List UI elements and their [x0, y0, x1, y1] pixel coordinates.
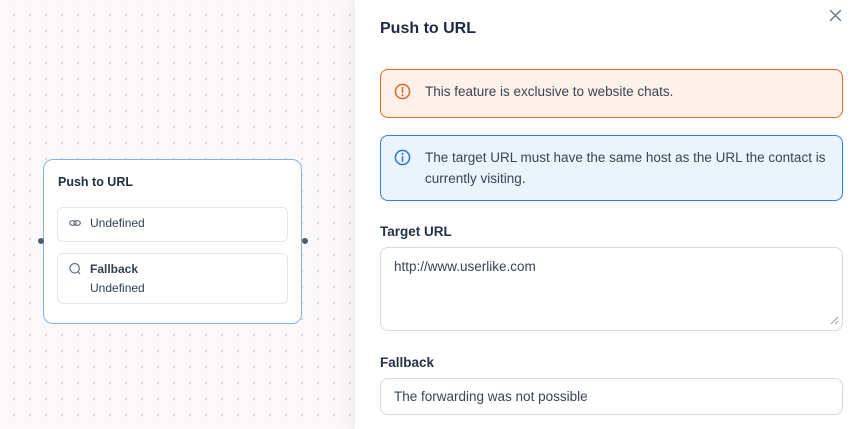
link-icon	[68, 216, 82, 234]
close-x-icon	[828, 8, 843, 26]
info-alert-text: The target URL must have the same host a…	[425, 150, 826, 186]
fallback-input[interactable]	[380, 378, 843, 415]
info-alert: The target URL must have the same host a…	[380, 135, 843, 201]
warning-alert-text: This feature is exclusive to website cha…	[425, 84, 674, 99]
warning-circle-icon	[394, 83, 411, 106]
warning-alert: This feature is exclusive to website cha…	[380, 69, 843, 118]
fallback-field: Fallback	[380, 355, 843, 415]
node-connector-right[interactable]	[301, 238, 308, 244]
push-to-url-node[interactable]: Push to URL Undefined Fallback Undefined	[37, 159, 308, 324]
chat-bubble-icon	[68, 262, 82, 280]
fallback-label: Fallback	[380, 355, 435, 370]
node-title: Push to URL	[58, 175, 133, 189]
node-fallback-row[interactable]: Fallback Undefined	[57, 253, 288, 304]
panel-title: Push to URL	[380, 20, 476, 37]
push-to-url-settings-panel: Push to URL This feature is exclusive to…	[355, 0, 862, 429]
target-url-input[interactable]: http://www.userlike.com	[380, 247, 843, 331]
node-target-url-row[interactable]: Undefined	[57, 207, 288, 242]
info-circle-icon	[394, 149, 411, 172]
node-fallback-title: Fallback	[90, 262, 139, 276]
close-panel-button[interactable]	[823, 5, 847, 29]
target-url-label: Target URL	[380, 224, 452, 239]
node-fallback-subtitle: Undefined	[90, 281, 145, 295]
node-connector-left[interactable]	[37, 238, 44, 244]
node-target-url-label: Undefined	[90, 216, 145, 230]
target-url-field: Target URL http://www.userlike.com	[380, 224, 843, 336]
